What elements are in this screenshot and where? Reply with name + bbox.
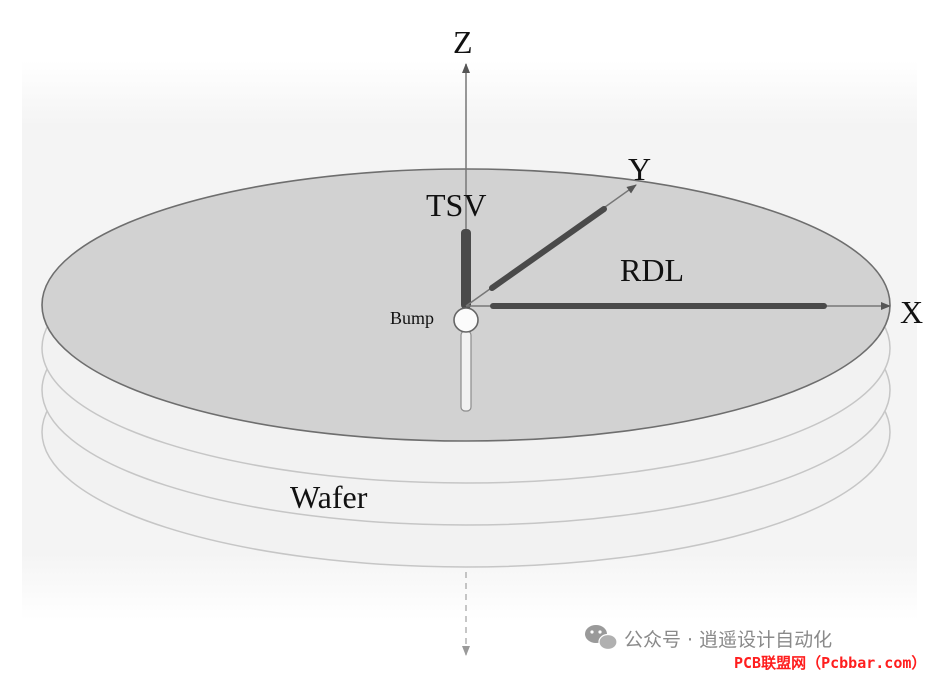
tsv-label: TSV <box>426 187 486 223</box>
x-axis-label: X <box>900 294 923 330</box>
rdl-label: RDL <box>620 252 684 288</box>
wafer-label: Wafer <box>290 479 368 515</box>
watermark: 公众号 · 逍遥设计自动化 PCB联盟网（Pcbbar.com） <box>585 625 926 672</box>
bump-label: Bump <box>390 308 434 328</box>
tsv-lower-segment <box>460 330 472 412</box>
watermark-site: PCB联盟网（Pcbbar.com） <box>734 654 926 672</box>
wechat-icon <box>585 625 618 651</box>
watermark-account: 公众号 · 逍遥设计自动化 <box>624 629 832 651</box>
tsv-upper-segment <box>461 229 471 309</box>
y-axis-label: Y <box>628 151 651 187</box>
rdl-trace-y <box>489 206 607 291</box>
bump-ball <box>453 307 479 333</box>
z-axis-label: Z <box>453 24 473 60</box>
